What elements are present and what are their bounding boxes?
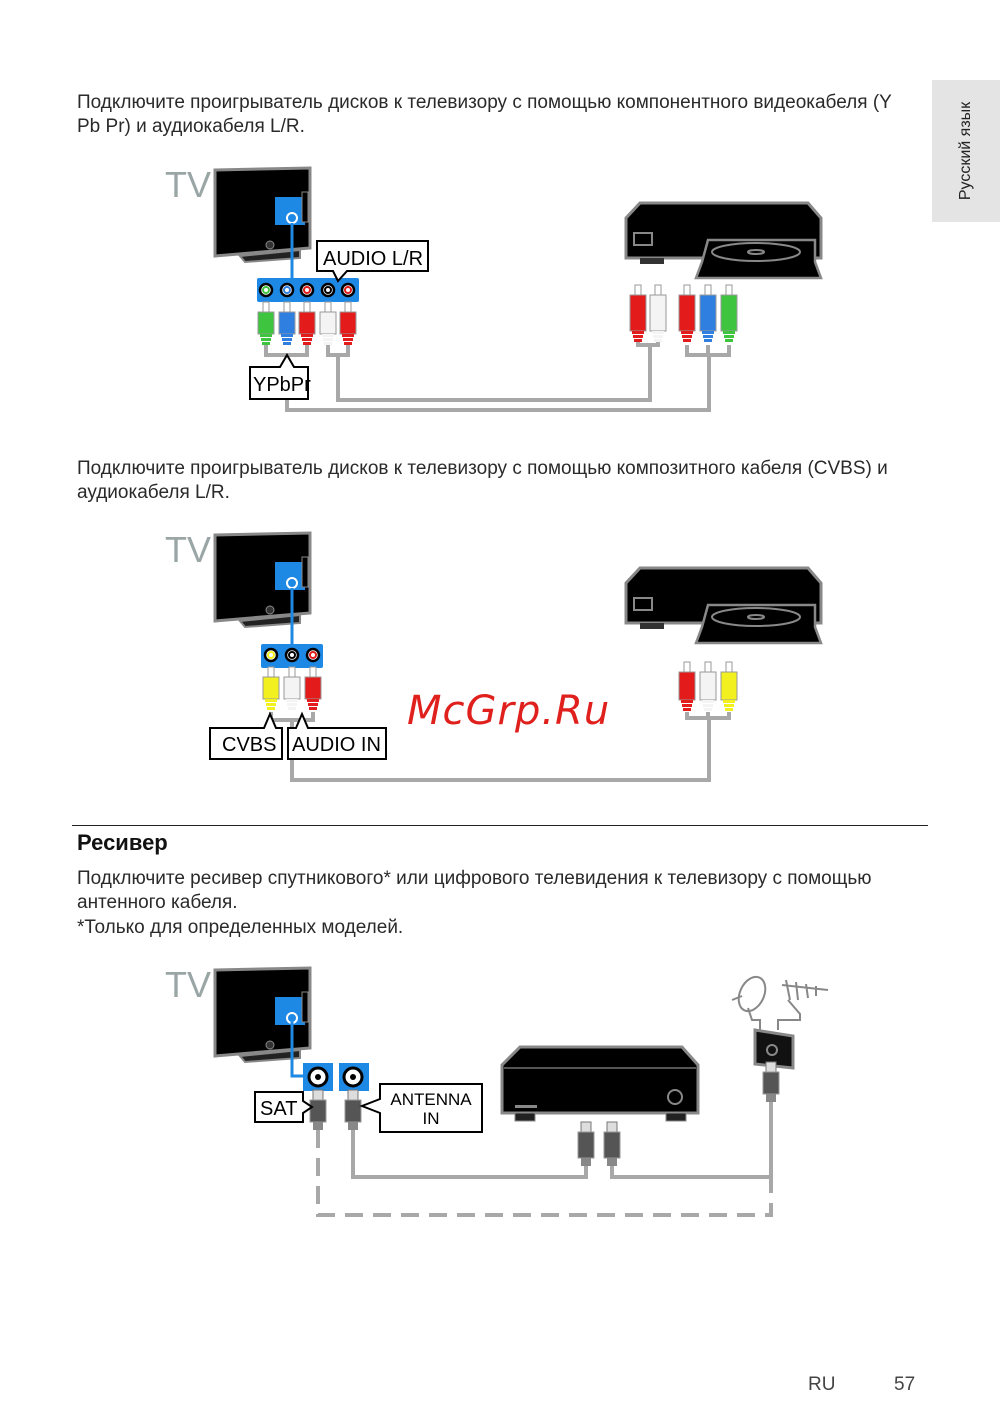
rca-plug xyxy=(319,301,337,345)
composite-connection-text: Подключите проигрыватель дисков к телеви… xyxy=(77,458,888,503)
component-diagram: TV AUDIO L/R YPbPr xyxy=(165,164,823,412)
rca-plug xyxy=(262,666,280,710)
sat-callout xyxy=(254,1091,314,1123)
sat-label: SAT xyxy=(260,1098,297,1120)
tv-icon xyxy=(213,531,312,629)
wall-socket-icon xyxy=(753,1028,795,1070)
rca-plug xyxy=(720,661,738,711)
tv-icon xyxy=(213,166,312,264)
section-divider xyxy=(72,825,928,826)
antenna-in-callout xyxy=(359,1083,483,1133)
receiver-diagram: TV SAT xyxy=(165,964,829,1217)
coax-plug xyxy=(577,1121,595,1166)
tv-label: TV xyxy=(165,529,211,570)
rca-plug xyxy=(678,661,696,711)
sat-port xyxy=(303,1063,333,1091)
ypbpr-label: YPbPr xyxy=(253,374,311,396)
rca-port xyxy=(263,647,279,663)
antenna-icon xyxy=(777,979,829,1030)
audio-lr-label: AUDIO L/R xyxy=(323,248,423,270)
rca-port xyxy=(279,282,295,298)
rca-plug xyxy=(699,661,717,711)
set-top-box-icon xyxy=(500,1045,700,1122)
audio-in-label: AUDIO IN xyxy=(292,734,381,756)
rca-plug xyxy=(283,666,301,710)
language-tab: Русский язык xyxy=(932,80,1000,222)
receiver-text: Подключите ресивер спутникового* или циф… xyxy=(77,868,872,913)
rca-plug xyxy=(257,301,275,345)
satellite-dish-icon xyxy=(731,975,767,1030)
rca-port xyxy=(258,282,274,298)
antenna-cable xyxy=(351,1100,773,1179)
footer-language: RU xyxy=(808,1374,836,1395)
rca-port xyxy=(305,647,321,663)
rca-port xyxy=(299,282,315,298)
rca-plug xyxy=(699,284,717,342)
rca-plug xyxy=(339,301,357,345)
coax-plug xyxy=(344,1089,362,1130)
page-number: 57 xyxy=(894,1374,916,1395)
coax-plug xyxy=(603,1121,621,1166)
dvd-player-icon xyxy=(624,201,823,280)
rca-plug xyxy=(298,301,316,345)
rca-plug xyxy=(649,284,667,342)
tv-cable xyxy=(290,1022,304,1078)
cvbs-callout xyxy=(209,711,283,760)
rca-plug xyxy=(678,284,696,342)
coax-plug xyxy=(309,1089,327,1130)
antenna-port xyxy=(339,1063,369,1091)
ypbpr-callout xyxy=(249,353,309,400)
antenna-label-line2: IN xyxy=(423,1109,440,1128)
component-connection-text: Подключите проигрыватель дисков к телеви… xyxy=(77,92,892,137)
sat-cable-dashed xyxy=(316,1130,773,1217)
composite-cable xyxy=(269,712,731,782)
receiver-heading: Ресивер xyxy=(77,830,168,855)
audio-callout xyxy=(316,240,429,283)
rca-plug xyxy=(304,666,322,710)
audio-in-callout xyxy=(287,711,387,760)
watermark: McGrp.Ru xyxy=(407,688,611,734)
rca-plug xyxy=(720,284,738,342)
tv-icon xyxy=(213,966,312,1064)
dvd-player-icon xyxy=(624,566,823,645)
composite-diagram: TV CVBS AUDIO IN xyxy=(165,529,823,782)
receiver-note: *Только для определенных моделей. xyxy=(77,917,404,938)
antenna-label-line1: ANTENNA xyxy=(390,1090,472,1109)
rca-port xyxy=(284,647,300,663)
rca-plug xyxy=(629,284,647,342)
audio-cable xyxy=(326,340,660,402)
tv-label: TV xyxy=(165,164,211,205)
rca-port xyxy=(320,282,336,298)
rca-port xyxy=(340,282,356,298)
coax-plug xyxy=(762,1061,780,1102)
tv-label: TV xyxy=(165,964,211,1005)
rca-plug xyxy=(278,301,296,345)
cvbs-label: CVBS xyxy=(222,734,276,756)
